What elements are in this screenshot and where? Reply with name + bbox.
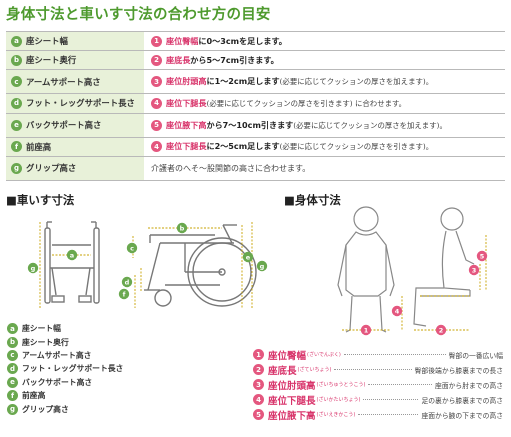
svg-text:b: b xyxy=(180,225,185,233)
page-title: 身体寸法と車いす寸法の合わせ方の目安 xyxy=(6,7,271,23)
svg-text:2: 2 xyxy=(439,327,444,335)
svg-text:d: d xyxy=(125,279,130,287)
badge-g: g xyxy=(11,162,22,174)
marker-5 xyxy=(476,250,488,262)
marker-4 xyxy=(391,305,403,317)
marker-g xyxy=(256,260,268,272)
svg-text:4: 4 xyxy=(395,308,400,316)
marker-3 xyxy=(468,264,480,276)
svg-text:a: a xyxy=(70,252,74,260)
marker-e xyxy=(242,251,254,263)
body-section-title: ■身体寸法 xyxy=(284,193,341,207)
badge-1: 1 xyxy=(151,35,162,47)
badge-2: 2 xyxy=(151,54,162,66)
svg-text:f: f xyxy=(123,291,126,299)
marker-f xyxy=(118,288,130,300)
svg-text:g: g xyxy=(260,263,265,271)
badge-e: e xyxy=(11,119,22,131)
svg-text:1: 1 xyxy=(364,327,369,335)
marker-1 xyxy=(360,324,372,336)
badge-a: a xyxy=(11,35,22,47)
badge-4: 4 xyxy=(151,141,162,153)
badge-5: 5 xyxy=(151,119,162,131)
svg-text:e: e xyxy=(246,254,251,262)
svg-text:c: c xyxy=(130,245,134,253)
svg-text:3: 3 xyxy=(472,267,477,275)
marker-b xyxy=(176,222,188,234)
marker-g xyxy=(27,262,39,274)
svg-text:g: g xyxy=(31,265,36,273)
marker-2 xyxy=(435,324,447,336)
marker-c xyxy=(126,242,138,254)
badge-f: f xyxy=(11,141,22,153)
marker-d xyxy=(121,276,133,288)
badge-4: 4 xyxy=(151,97,162,109)
badge-c: c xyxy=(11,76,22,88)
wheelchair-section-title: ■車いす寸法 xyxy=(6,193,75,207)
marker-a xyxy=(66,249,78,261)
badge-d: d xyxy=(11,97,22,109)
badge-b: b xyxy=(11,54,22,66)
badge-3: 3 xyxy=(151,76,162,88)
svg-text:5: 5 xyxy=(480,253,485,261)
